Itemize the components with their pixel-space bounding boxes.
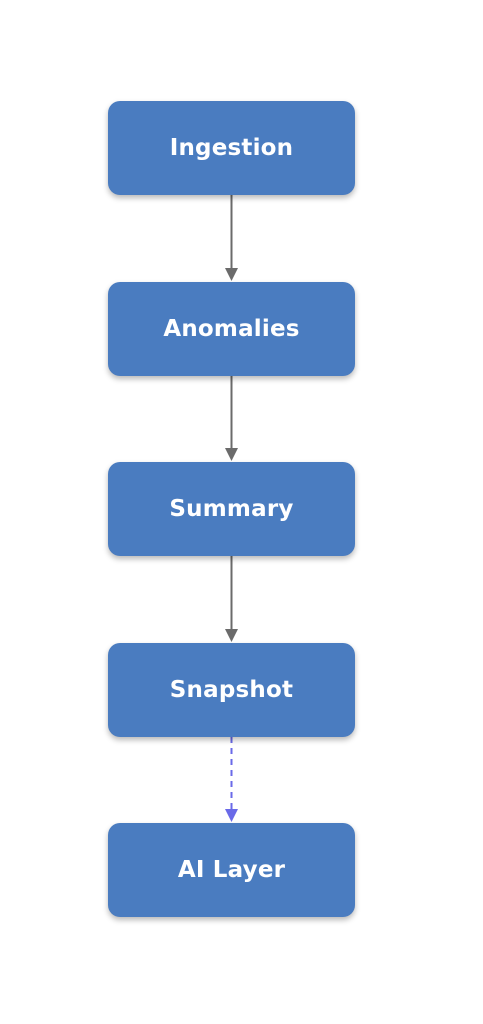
- node-anomalies: Anomalies: [108, 282, 355, 376]
- edge-ingestion-anomalies: [225, 195, 238, 281]
- edge-anomalies-summary: [225, 376, 238, 461]
- node-summary: Summary: [108, 462, 355, 556]
- node-ingestion: Ingestion: [108, 101, 355, 195]
- edge-summary-snapshot: [225, 556, 238, 642]
- node-ai-layer: AI Layer: [108, 823, 355, 917]
- node-snapshot: Snapshot: [108, 643, 355, 737]
- edge-snapshot-ai-layer: [225, 737, 238, 822]
